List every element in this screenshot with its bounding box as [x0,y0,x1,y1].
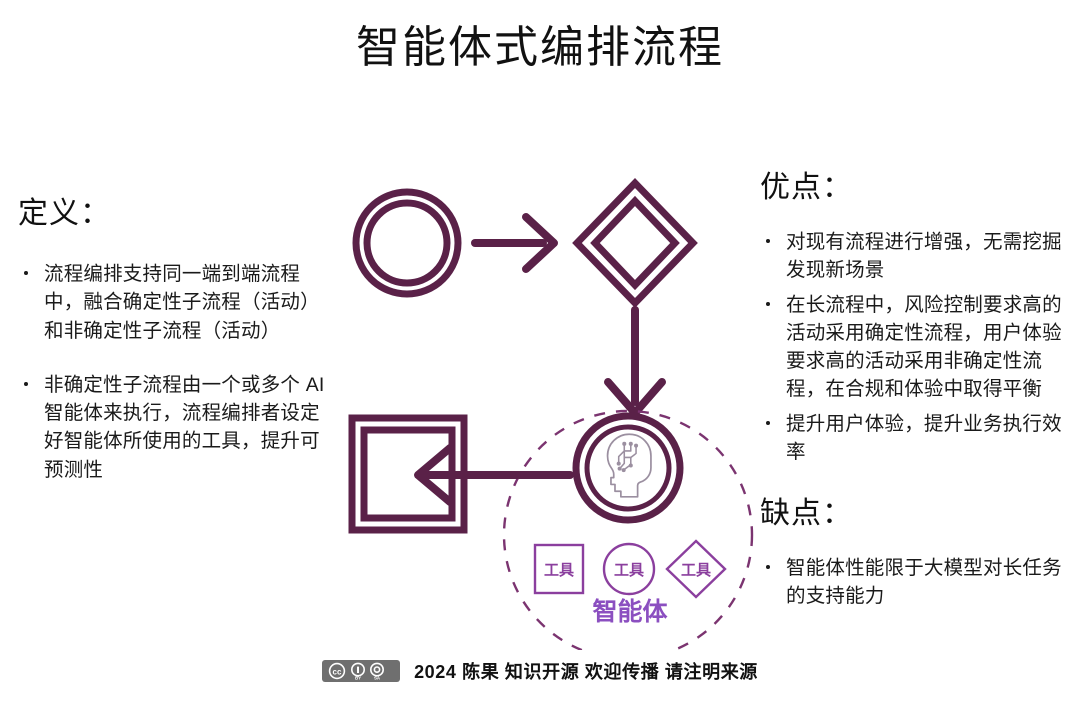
arrow-left-agent-to-end [414,444,574,506]
tool-square-label: 工具 [544,562,574,579]
list-item: 智能体性能限于大模型对长任务的支持能力 [760,554,1070,611]
definition-heading: 定义： [18,197,111,230]
definition-column: 定义： 流程编排支持同一端到端流程中，融合确定性子流程（活动）和非确定性子流程（… [18,196,338,510]
list-item: 流程编排支持同一端到端流程中，融合确定性子流程（活动）和非确定性子流程（活动） [18,260,338,345]
pros-heading: 优点： [760,171,853,204]
tool-diamond-label: 工具 [681,562,711,579]
tool-circle: 工具 [602,542,656,596]
ai-head-icon [606,433,652,498]
pros-cons-column: 优点： 对现有流程进行增强，无需挖掘发现新场景 在长流程中，风险控制要求高的活动… [760,170,1070,617]
pros-bullet-list: 对现有流程进行增强，无需挖掘发现新场景 在长流程中，风险控制要求高的活动采用确定… [760,228,1070,466]
node-start-circle [352,188,462,298]
arrow-down-decision-to-agent [604,306,666,417]
pros-block: 优点： 对现有流程进行增强，无需挖掘发现新场景 在长流程中，风险控制要求高的活动… [760,170,1070,466]
arrow-right-start-to-decision [471,213,558,273]
svg-text:BY: BY [355,675,361,680]
node-agent [572,412,684,524]
list-item: 提升用户体验，提升业务执行效率 [760,410,1070,467]
tool-square: 工具 [533,543,585,595]
node-end-square [348,414,468,534]
definition-bullet-list: 流程编排支持同一端到端流程中，融合确定性子流程（活动）和非确定性子流程（活动） … [18,260,338,484]
list-item: 对现有流程进行增强，无需挖掘发现新场景 [760,228,1070,285]
list-item: 非确定性子流程由一个或多个 AI 智能体来执行，流程编排者设定好智能体所使用的工… [18,371,338,484]
cons-block: 缺点： 智能体性能限于大模型对长任务的支持能力 [760,496,1070,611]
page-title: 智能体式编排流程 [356,23,724,72]
list-item: 在长流程中，风险控制要求高的活动采用确定性流程，用户体验要求高的活动采用非确定性… [760,291,1070,404]
tool-circle-label: 工具 [614,562,644,579]
agent-group-label: 智能体 [592,597,668,626]
footer: cc BY SA 2024 陈果 知识开源 欢迎传播 请注明来源 [0,658,1080,684]
footer-attribution-text: 2024 陈果 知识开源 欢迎传播 请注明来源 [414,662,758,682]
svg-text:SA: SA [374,675,381,680]
tool-diamond: 工具 [665,539,727,599]
node-decision-diamond [572,177,698,309]
cons-heading: 缺点： [760,497,853,531]
cons-bullet-list: 智能体性能限于大模型对长任务的支持能力 [760,554,1070,611]
orchestration-flow-diagram: 工具 工具 工具 智能体 [330,170,760,650]
agent-boundary-dashed-circle [502,409,754,650]
svg-text:cc: cc [333,667,342,676]
creative-commons-badge-icon: cc BY SA [322,660,401,682]
